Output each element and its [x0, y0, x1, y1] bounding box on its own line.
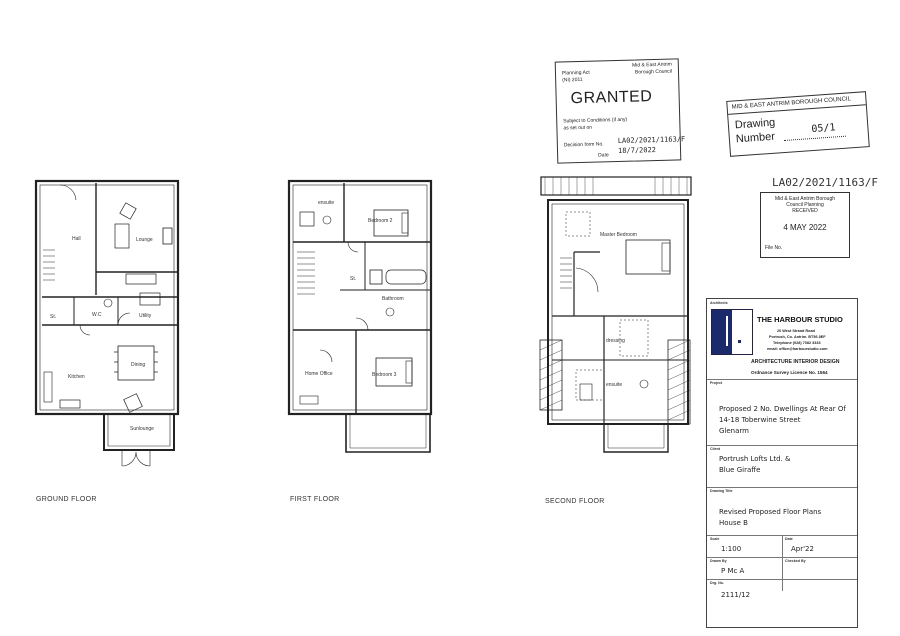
- tb-title-2: House B: [719, 519, 748, 527]
- first-floor-plan: [287, 179, 433, 453]
- tb-architects-label: Architects: [710, 301, 728, 305]
- received-line-1: Mid & East Antrim Borough: [774, 196, 836, 202]
- tb-date: Apr'22: [791, 545, 814, 553]
- tb-drg-label: Drg. No.: [710, 581, 724, 585]
- tb-client-label: Client: [710, 447, 720, 451]
- ground-floor-plan: [34, 179, 180, 467]
- tb-client-1: Portrush Lofts Ltd. &: [719, 455, 791, 463]
- tb-drawn-label: Drawn By: [710, 559, 727, 563]
- tb-client-2: Blue Giraffe: [719, 466, 761, 474]
- room-label-home-office: Home Office: [305, 371, 333, 377]
- granted-council-2: Borough Council: [634, 68, 673, 76]
- handwritten-reference: LA02/2021/1163/F: [772, 176, 878, 189]
- tb-os-licence: Ordnance Survey Licence No. 1564: [751, 370, 828, 375]
- drawing-stamp-label-1: Drawing: [734, 116, 776, 132]
- tb-project-label: Project: [710, 381, 723, 385]
- room-label-lounge: Lounge: [136, 237, 153, 243]
- tb-project-2: 14-18 Toberwine Street: [719, 416, 801, 424]
- tb-title-1: Revised Proposed Floor Plans: [719, 508, 822, 516]
- granted-stamp: Planning Act (NI) 2011 Mid & East Antrim…: [554, 58, 685, 164]
- tb-firm-name: THE HARBOUR STUDIO: [757, 315, 843, 324]
- tb-telephone: Telephone (028) 7082 3333: [773, 341, 821, 345]
- room-label-kitchen: Kitchen: [68, 374, 85, 380]
- room-label-ensuite-first: ensuite: [318, 200, 334, 206]
- room-label-ensuite-second: ensuite: [606, 382, 622, 388]
- tb-discipline: ARCHITECTURE INTERIOR DESIGN: [751, 359, 840, 365]
- second-floor-plan: [539, 176, 692, 453]
- tb-project-3: Glenarm: [719, 427, 749, 435]
- received-line-2: Council Planning: [786, 202, 824, 208]
- room-label-st-first: St.: [350, 276, 356, 282]
- granted-act-year: (NI) 2011: [562, 76, 583, 84]
- granted-date-label: Date: [598, 152, 609, 159]
- room-label-dining: Dining: [131, 362, 145, 368]
- room-label-wc: W.C: [92, 312, 102, 318]
- room-label-utility: Utility: [139, 313, 152, 319]
- tb-address-1: 20 West Strand Road: [777, 329, 815, 333]
- drawing-stamp-number: 05/1: [811, 122, 836, 136]
- tb-scale-label: Scale: [710, 537, 720, 541]
- room-label-hall: Hall: [72, 236, 81, 242]
- room-label-st: St.: [50, 314, 56, 320]
- tb-address-2: Portrush, Co. Antrim. BT56 8EF: [769, 335, 826, 339]
- room-label-bedroom-3: Bedroom 3: [372, 372, 397, 378]
- received-file-no: File No.: [765, 245, 783, 251]
- tb-scale: 1:100: [721, 545, 742, 553]
- received-line-3: RECEIVED: [792, 208, 818, 214]
- room-label-sunlounge: Sunlounge: [130, 426, 154, 432]
- granted-title: GRANTED: [570, 88, 653, 108]
- room-label-bathroom: Bathroom: [382, 296, 404, 302]
- tb-drg: 2111/12: [721, 591, 751, 599]
- tb-email: email: office@harbourstudio.com: [767, 347, 828, 351]
- room-label-dressing: dressing: [606, 338, 625, 344]
- granted-set-out: as set out on: [563, 124, 593, 132]
- drawing-number-stamp: MID & EAST ANTRIM BOROUGH COUNCIL Drawin…: [726, 91, 870, 157]
- tb-date-label: Date: [785, 537, 793, 541]
- granted-date-value: 18/7/2022: [617, 146, 657, 156]
- room-label-master-bedroom: Master Bedroom: [600, 232, 637, 238]
- tb-project-1: Proposed 2 No. Dwellings At Rear Of: [719, 405, 846, 413]
- ground-floor-label: GROUND FLOOR: [36, 496, 97, 503]
- granted-decision-value: LA02/2021/1163/F: [617, 135, 686, 146]
- first-floor-label: FIRST FLOOR: [290, 496, 340, 503]
- drawing-stamp-label-2: Number: [735, 130, 776, 146]
- tb-drawn: P Mc A: [721, 567, 745, 575]
- granted-subject: Subject to Conditions (if any): [563, 116, 628, 125]
- granted-council: Mid & East Antrim: [632, 61, 672, 69]
- title-block: Architects THE HARBOUR STUDIO 20 West St…: [706, 298, 858, 628]
- received-stamp: Mid & East Antrim Borough Council Planni…: [760, 192, 850, 258]
- room-label-bedroom-2: Bedroom 2: [368, 218, 393, 224]
- tb-checked-label: Checked By: [785, 559, 806, 563]
- received-date: 4 MAY 2022: [783, 223, 827, 232]
- granted-decision-label: Decision form No.: [563, 141, 604, 149]
- granted-act: Planning Act: [561, 69, 590, 77]
- harbour-studio-logo: [711, 309, 753, 355]
- second-floor-label: SECOND FLOOR: [545, 498, 605, 505]
- tb-drawing-title-label: Drawing Title: [710, 489, 733, 493]
